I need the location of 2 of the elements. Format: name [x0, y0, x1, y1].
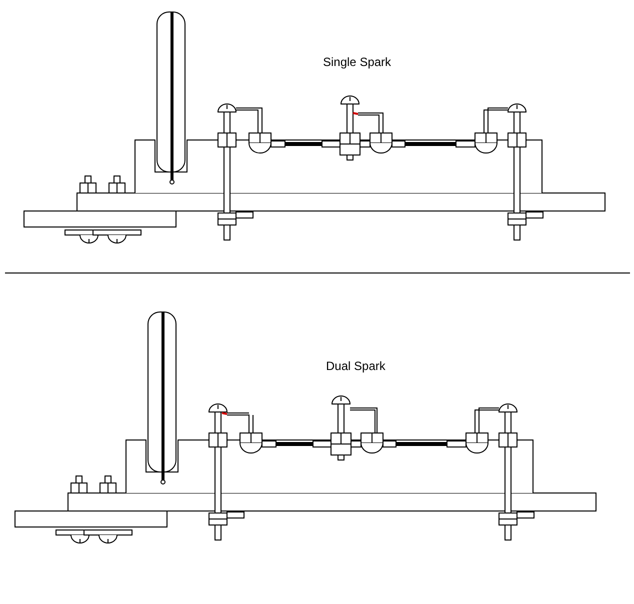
panel-title: Dual Spark [326, 359, 386, 373]
panel-title: Single Spark [323, 55, 392, 69]
